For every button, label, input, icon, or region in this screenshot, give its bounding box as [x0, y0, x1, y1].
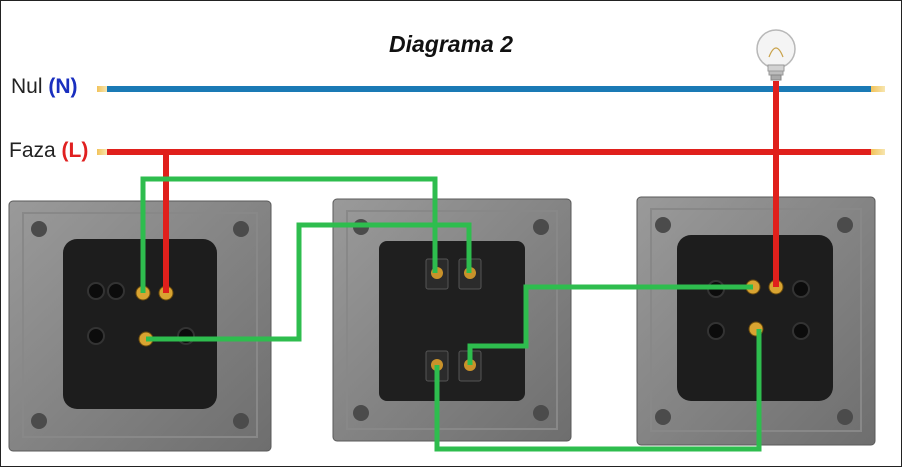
phase-code: (L)	[61, 139, 89, 162]
neutral-name: Nul	[11, 75, 43, 98]
diagram-title: Diagrama 2	[388, 31, 513, 57]
neutral-code: (N)	[48, 75, 78, 98]
phase-line	[97, 149, 885, 155]
light-bulb-icon	[756, 29, 796, 81]
phase-label: Faza (L)	[9, 139, 88, 163]
traveller-4	[434, 329, 762, 452]
switch-left	[8, 200, 272, 452]
red-wires	[163, 81, 779, 293]
traveller-3	[467, 284, 753, 365]
switch-middle	[332, 198, 572, 442]
neutral-label: Nul (N)	[11, 75, 78, 99]
traveller-2	[146, 222, 472, 342]
phase-name: Faza	[9, 139, 56, 162]
neutral-line	[97, 86, 885, 92]
green-wires	[140, 176, 762, 452]
switch-right	[636, 196, 876, 446]
